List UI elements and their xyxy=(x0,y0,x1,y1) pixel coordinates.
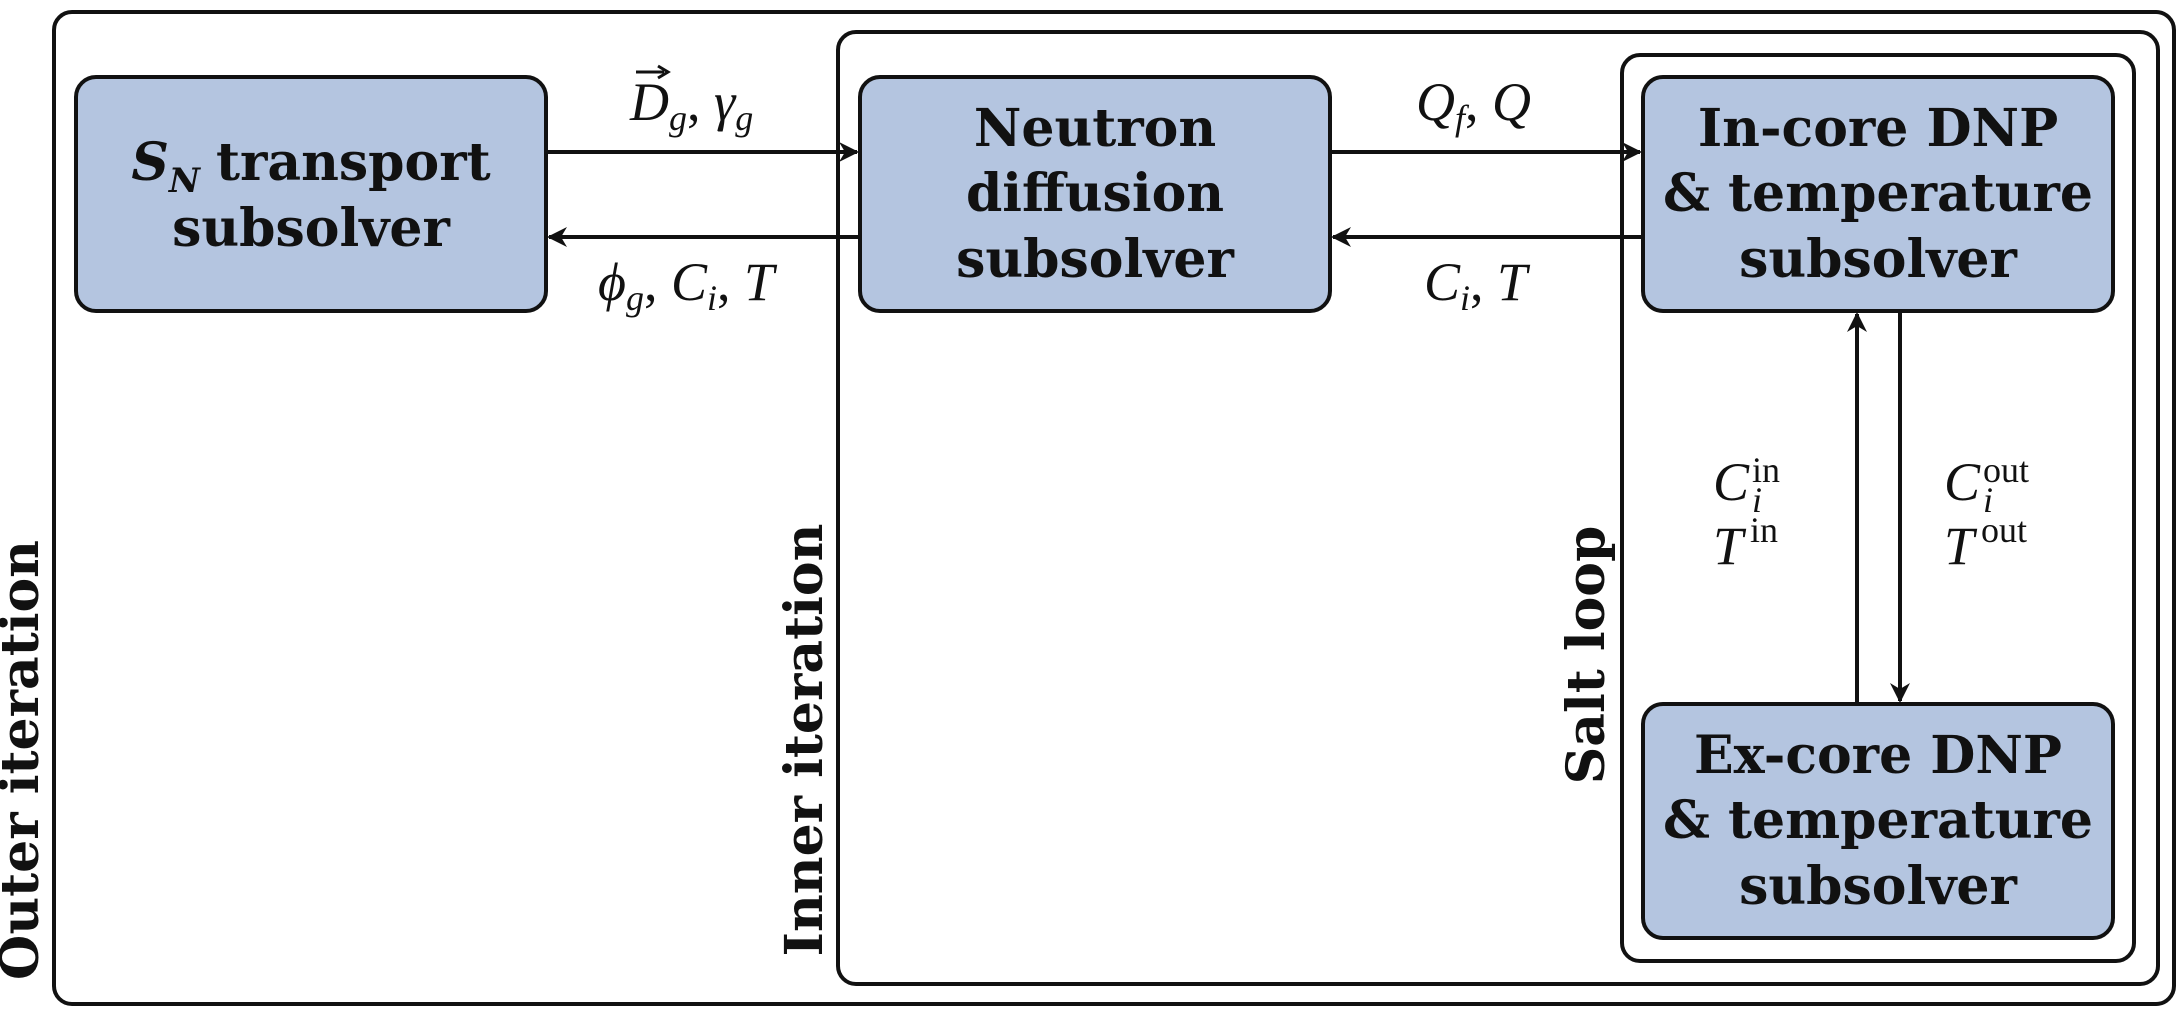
svg-text:Ci, T: Ci, T xyxy=(1424,252,1531,318)
label-incore-to-excore: C out i T out xyxy=(1944,450,2029,576)
incore-subsolver-box: In-core DNP & temperature subsolver xyxy=(1641,75,2115,313)
excore-line3: subsolver xyxy=(1739,856,2017,917)
svg-text:out: out xyxy=(1981,510,2027,550)
incore-line3: subsolver xyxy=(1739,229,2017,290)
svg-text:in: in xyxy=(1750,510,1778,550)
svg-text:T: T xyxy=(1944,516,1978,576)
svg-text:ϕg, Ci, T: ϕg, Ci, T xyxy=(598,252,778,318)
salt-loop-label: Salt loop xyxy=(1556,526,1617,785)
svg-text:Dg, γg: Dg, γg xyxy=(629,72,753,138)
incore-line2: & temperature xyxy=(1663,163,2093,224)
outer-iteration-label: Outer iteration xyxy=(0,540,51,980)
diffusion-line3: subsolver xyxy=(956,229,1234,290)
diffusion-line2: diffusion xyxy=(966,163,1224,224)
excore-line1: Ex-core DNP xyxy=(1694,725,2062,786)
transport-symbol-sub: N xyxy=(168,161,202,201)
svg-text:in: in xyxy=(1752,450,1780,490)
label-diffusion-to-transport: ϕg, Ci, T xyxy=(598,252,778,318)
salt-loop-frame xyxy=(1620,53,2136,963)
label-diffusion-to-incore: Qf, Q xyxy=(1416,72,1531,138)
svg-text:T: T xyxy=(1713,516,1747,576)
inner-iteration-frame xyxy=(836,30,2160,986)
transport-line2: subsolver xyxy=(172,198,450,259)
transport-line1: transport xyxy=(216,132,491,193)
svg-text:out: out xyxy=(1983,450,2029,490)
inner-iteration-label: Inner iteration xyxy=(774,524,835,957)
neutron-diffusion-subsolver-box: Neutron diffusion subsolver xyxy=(858,75,1332,313)
label-transport-to-diffusion: Dg, γg xyxy=(629,64,753,138)
outer-iteration-frame xyxy=(52,10,2176,1006)
incore-line1: In-core DNP xyxy=(1698,98,2058,159)
transport-symbol: S xyxy=(131,132,169,193)
label-excore-to-incore: C in i T in xyxy=(1713,450,1780,576)
excore-line2: & temperature xyxy=(1663,790,2093,851)
svg-text:i: i xyxy=(1752,480,1762,520)
svg-text:i: i xyxy=(1983,480,1993,520)
diffusion-line1: Neutron xyxy=(974,98,1216,159)
svg-text:Qf, Q: Qf, Q xyxy=(1416,72,1531,138)
excore-subsolver-box: Ex-core DNP & temperature subsolver xyxy=(1641,702,2115,940)
label-incore-to-diffusion: Ci, T xyxy=(1424,252,1531,318)
svg-text:C: C xyxy=(1944,452,1981,512)
svg-text:C: C xyxy=(1713,452,1750,512)
